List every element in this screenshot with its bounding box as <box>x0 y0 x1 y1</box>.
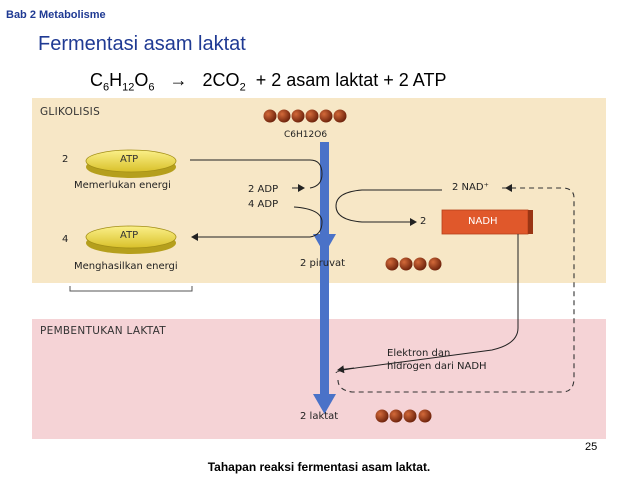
fermentation-diagram: GLIKOLISIS C6H12O6 2 ATP Memerlukan ener… <box>32 98 606 439</box>
figure-caption: Tahapan reaksi fermentasi asam laktat. <box>207 460 431 474</box>
lactate-molecule <box>375 409 432 423</box>
eq-co2: 2CO <box>202 70 240 90</box>
atp-out-caption: Menghasilkan energi <box>74 261 178 272</box>
adp-4-label: 4 ADP <box>248 199 279 210</box>
atp-in-count: 2 <box>62 154 69 165</box>
glikolisis-section-label: GLIKOLISIS <box>40 106 101 118</box>
eq-carbon: C <box>90 70 103 90</box>
main-flow-arrow-head-2 <box>313 394 336 414</box>
chapter-label: Bab 2 Metabolisme <box>6 9 106 21</box>
laktat-band <box>32 319 606 439</box>
laktat-section-label: PEMBENTUKAN LAKTAT <box>40 325 167 337</box>
pyruvate-molecule <box>385 257 442 271</box>
eq-arrow: → <box>169 70 188 90</box>
pyruvate-label: 2 piruvat <box>300 258 346 269</box>
page-number: 25 <box>585 441 598 453</box>
main-flow-arrow-head-1 <box>313 234 336 254</box>
nad-recycle-dashed <box>337 187 575 393</box>
atp-in-caption: Memerlukan energi <box>74 180 171 191</box>
nadh-box <box>441 209 529 235</box>
diagram-graphics <box>32 98 606 439</box>
electron-label-line1: Elektron dan <box>387 348 451 359</box>
reaction-equation: C6H12O6 → 2CO2 + 2 asam laktat + 2 ATP <box>90 70 446 94</box>
glucose-label: C6H12O6 <box>284 130 328 140</box>
eq-hydrogen: H <box>109 70 123 90</box>
bracket <box>69 286 193 292</box>
nadh-box-shade <box>528 210 533 234</box>
eq-carbon-sub: 6 <box>103 81 110 94</box>
electron-label-line2: hidrogen dari NADH <box>387 361 487 372</box>
adp-2-label: 2 ADP <box>248 184 279 195</box>
eq-hydrogen-sub: 12 <box>122 81 135 94</box>
atp-in-label: ATP <box>120 154 139 165</box>
slide-title: Fermentasi asam laktat <box>38 33 246 55</box>
glucose-molecule <box>263 109 347 123</box>
electron-arrow-tip <box>337 365 355 374</box>
atp-consume-line <box>190 159 323 189</box>
nadh-count: 2 <box>420 216 427 227</box>
eq-co2-sub: 2 <box>239 81 246 94</box>
eq-oxygen-sub: 6 <box>148 81 155 94</box>
atp-out-count: 4 <box>62 234 69 245</box>
atp-out-label: ATP <box>120 230 139 241</box>
nad-label: 2 NAD⁺ <box>452 182 489 193</box>
atp-disc-out <box>85 225 177 254</box>
eq-products: + 2 asam laktat + 2 ATP <box>255 70 447 90</box>
atp-produce-curve <box>191 206 323 241</box>
separator-band <box>32 283 606 319</box>
nad-reduce-curve <box>335 189 442 226</box>
main-flow-arrow-shaft <box>320 142 329 402</box>
atp-disc-in <box>85 149 177 178</box>
nadh-label: NADH <box>468 216 498 227</box>
lactate-label: 2 laktat <box>300 411 339 422</box>
eq-oxygen: O <box>134 70 149 90</box>
